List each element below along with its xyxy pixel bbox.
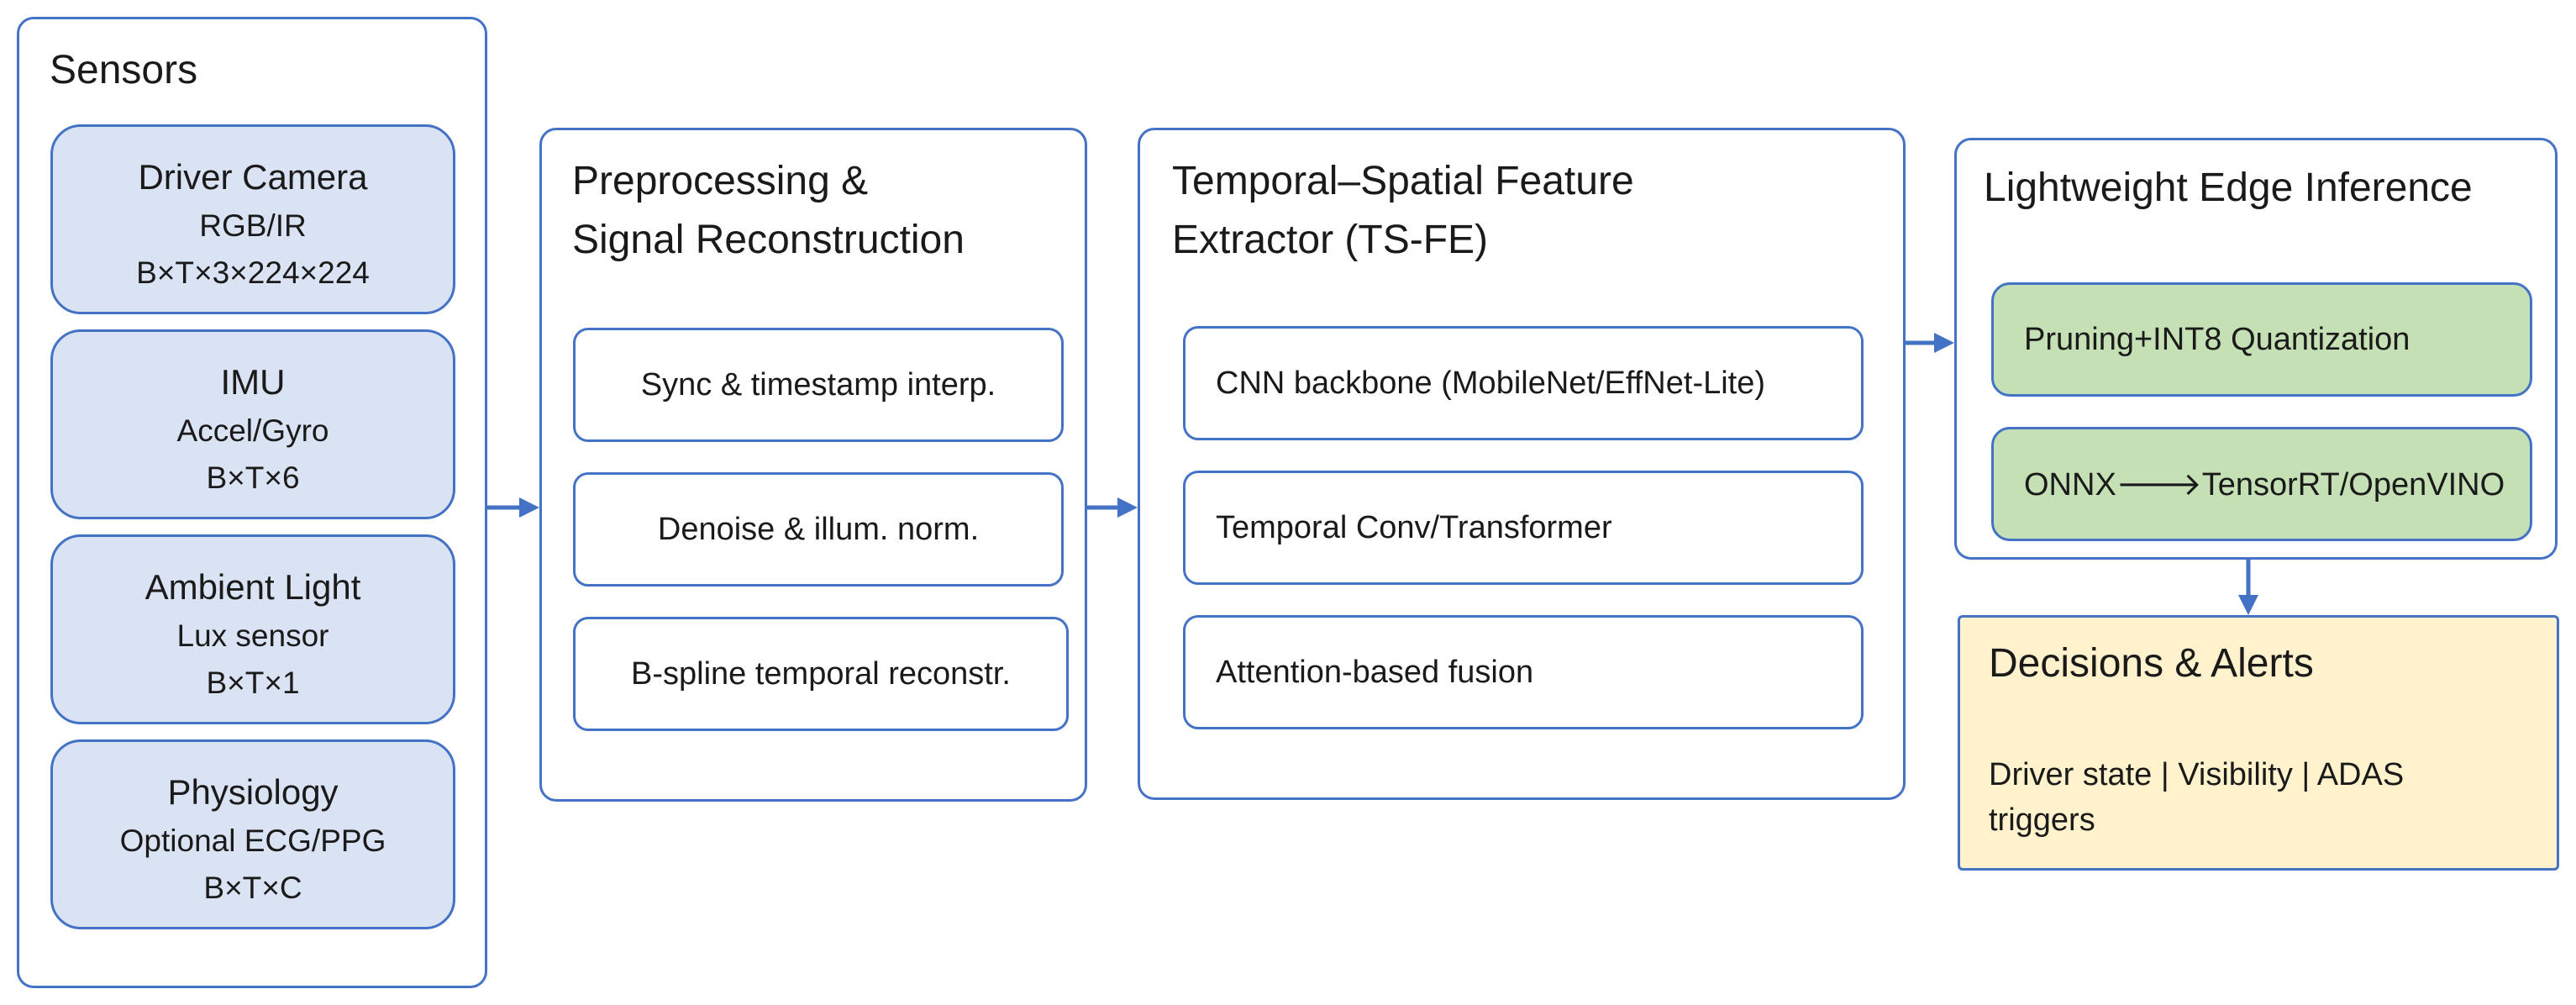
sensor-subtitle: RGB/IR xyxy=(199,208,307,243)
sensor-shape: B×T×C xyxy=(203,871,302,905)
sensor-physiology: Physiology Optional ECG/PPG B×T×C xyxy=(50,739,455,929)
sensor-name: Ambient Light xyxy=(145,567,361,607)
decisions-body-line1: Driver state | Visibility | ADAS xyxy=(1989,757,2405,792)
feature-extractor-title-line1: Temporal–Spatial Feature xyxy=(1172,159,1634,203)
preprocessing-step-bspline: B-spline temporal reconstr. xyxy=(573,617,1069,731)
sensor-shape: B×T×3×224×224 xyxy=(136,255,370,290)
feature-step-attention-fusion: Attention-based fusion xyxy=(1183,615,1864,729)
preprocessing-step-denoise: Denoise & illum. norm. xyxy=(573,472,1064,587)
sensor-driver-camera: Driver Camera RGB/IR B×T×3×224×224 xyxy=(50,124,455,314)
decisions-body-line2: triggers xyxy=(1989,802,2095,838)
sensor-name: Physiology xyxy=(167,772,339,812)
preprocessing-title-line2: Signal Reconstruction xyxy=(572,218,965,262)
sensor-shape: B×T×1 xyxy=(206,666,300,700)
sensors-title: Sensors xyxy=(50,48,198,92)
sensor-name: IMU xyxy=(220,362,286,402)
sensor-name: Driver Camera xyxy=(138,157,368,197)
arrow-feature-extractor-to-edge-inference xyxy=(1906,333,1954,353)
sensor-imu: IMU Accel/Gyro B×T×6 xyxy=(50,329,455,519)
decisions-title: Decisions & Alerts xyxy=(1989,641,2314,686)
preprocessing-title-line1: Preprocessing & xyxy=(572,159,869,203)
arrow-edge-inference-to-decisions xyxy=(2238,560,2258,615)
feature-step-temporal-conv: Temporal Conv/Transformer xyxy=(1183,471,1864,585)
arrow-sensors-to-preprocessing xyxy=(487,497,539,518)
sensor-subtitle: Lux sensor xyxy=(176,618,329,653)
feature-step-cnn-backbone: CNN backbone (MobileNet/EffNet-Lite) xyxy=(1183,326,1864,440)
edge-inference-title: Lightweight Edge Inference xyxy=(1984,166,2473,210)
sensor-ambient-light: Ambient Light Lux sensor B×T×1 xyxy=(50,534,455,724)
inference-step-onnx-tensorrt: ONNX🡒TensorRT/OpenVINO xyxy=(1991,427,2532,541)
sensor-shape: B×T×6 xyxy=(206,460,300,495)
preprocessing-step-sync: Sync & timestamp interp. xyxy=(573,328,1064,442)
sensor-subtitle: Optional ECG/PPG xyxy=(119,823,386,858)
arrow-preprocessing-to-feature-extractor xyxy=(1087,497,1138,518)
decisions-panel: Decisions & Alerts Driver state | Visibi… xyxy=(1958,615,2559,871)
sensor-subtitle: Accel/Gyro xyxy=(176,413,329,448)
inference-step-pruning: Pruning+INT8 Quantization xyxy=(1991,282,2532,397)
feature-extractor-title-line2: Extractor (TS-FE) xyxy=(1172,218,1489,262)
